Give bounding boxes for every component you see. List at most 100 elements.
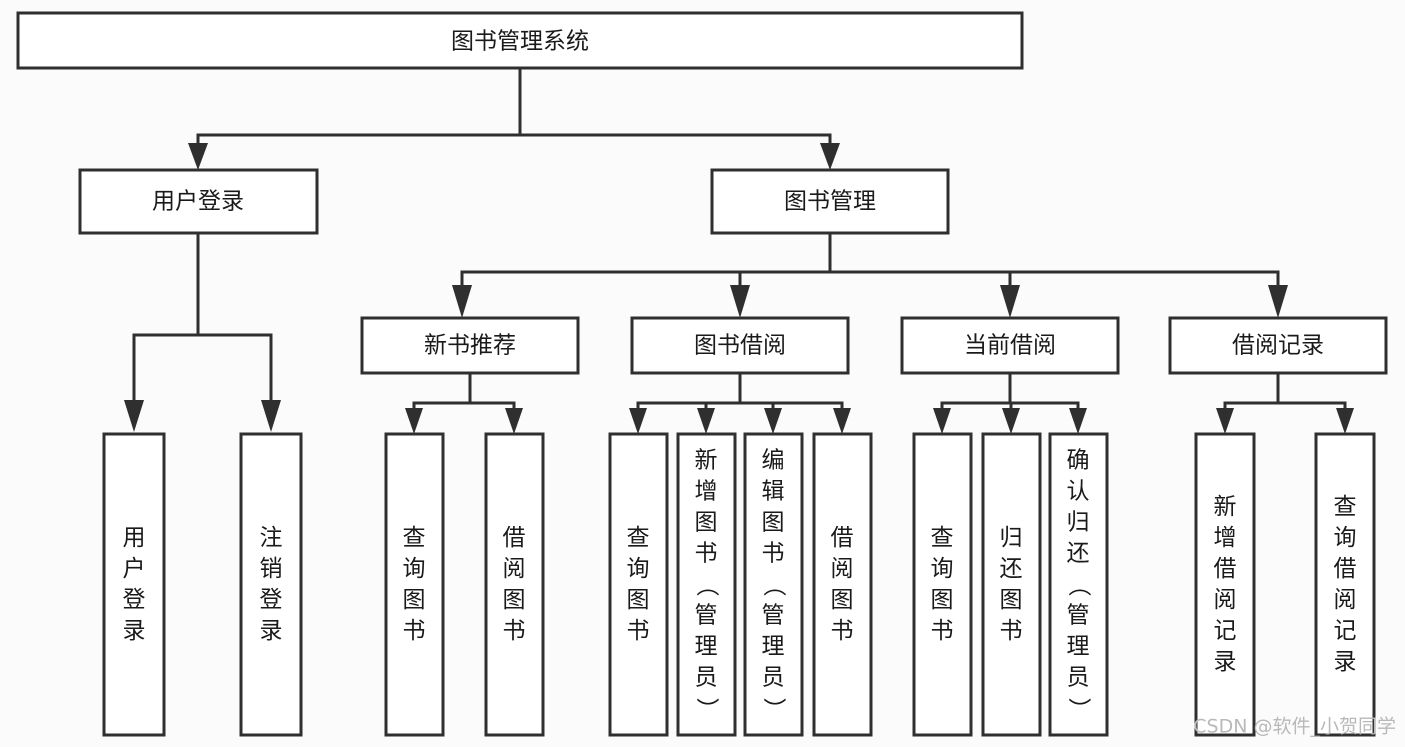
leaf-label-char: 查 (627, 525, 650, 551)
node-borrow-record-box[interactable] (1168, 316, 1388, 375)
node-user-login-box[interactable] (78, 168, 319, 235)
leaf-label-char: 辑 (762, 479, 785, 505)
leaf-label-char: 阅 (1214, 587, 1237, 613)
leaf-edit-book-box[interactable] (743, 432, 804, 737)
arrowhead-leaf-query-record (1336, 408, 1354, 434)
arrowhead-leaf-add-record (1216, 408, 1234, 434)
leaf-label-char: 员 (695, 665, 718, 691)
leaf-label-char: 书 (762, 541, 785, 567)
leaf-user-login[interactable]: 用户登录 (102, 432, 166, 737)
node-current-borrow[interactable]: 当前借阅 (900, 316, 1120, 375)
leaf-label-char: 借 (503, 525, 526, 551)
leaf-label-char: 询 (1334, 525, 1357, 551)
arrowhead-bookmanage (820, 143, 840, 170)
leaf-query-book-1-box[interactable] (384, 432, 445, 737)
node-new-book-rec-box[interactable] (360, 316, 580, 375)
leaf-label-char: 录 (260, 618, 283, 644)
node-root[interactable]: 图书管理系统 (16, 11, 1024, 70)
arrowhead-leaf-borrow-book-2 (833, 408, 851, 434)
arrowhead-leaf-query-book-2 (629, 408, 647, 434)
leaf-label-char: 借 (1214, 556, 1237, 582)
arrowhead-new-book-rec (452, 285, 472, 318)
leaf-return-book-box[interactable] (981, 432, 1042, 737)
leaf-label-char: 销 (260, 556, 283, 582)
csdn-watermark: CSDN @软件_小贺同学 (1193, 716, 1396, 738)
node-book-borrow[interactable]: 图书借阅 (630, 316, 850, 375)
leaf-label-char: 录 (1334, 649, 1357, 675)
arrowhead-current-borrow (1000, 285, 1020, 318)
node-new-book-rec[interactable]: 新书推荐 (360, 316, 580, 375)
leaf-label-char: 理 (695, 634, 718, 660)
leaf-label-char: 员 (762, 665, 785, 691)
leaf-label-char: 查 (403, 525, 426, 551)
node-current-borrow-label: 当前借阅 (964, 333, 1056, 359)
arrowhead-leaf-edit-book (764, 408, 782, 434)
leaf-label-char: 图 (627, 587, 650, 613)
leaf-label-char: ） (1066, 698, 1092, 721)
node-current-borrow-box[interactable] (900, 316, 1120, 375)
arrowhead-leaf-user-logout (261, 400, 281, 432)
leaf-label-char: 还 (1000, 556, 1023, 582)
arrowhead-leaf-query-book-3 (933, 408, 951, 434)
leaf-user-login-box[interactable] (102, 432, 166, 737)
leaf-label-char: 记 (1214, 618, 1237, 644)
leaf-add-book-box[interactable] (676, 432, 737, 737)
leaf-label-char: 录 (123, 618, 146, 644)
arrowhead-book-borrow (730, 285, 750, 318)
leaf-add-record-box[interactable] (1194, 432, 1256, 737)
leaf-label-char: 书 (831, 618, 854, 644)
node-root-box[interactable] (16, 11, 1024, 70)
node-book-manage[interactable]: 图书管理 (710, 168, 950, 235)
node-borrow-record[interactable]: 借阅记录 (1168, 316, 1388, 375)
node-book-borrow-box[interactable] (630, 316, 850, 375)
node-book-manage-box[interactable] (710, 168, 950, 235)
leaf-confirm-return-box[interactable] (1048, 432, 1109, 737)
leaf-label-char: 阅 (1334, 587, 1357, 613)
node-user-login[interactable]: 用户登录 (78, 168, 319, 235)
leaf-label-char: （ (694, 574, 720, 597)
leaf-label-char: 询 (931, 556, 954, 582)
leaf-borrow-book-2-box[interactable] (812, 432, 873, 737)
node-user-login-label: 用户登录 (152, 189, 244, 215)
arrowhead-leaf-query-book-1 (405, 408, 423, 434)
leaf-label-char: 用 (123, 525, 146, 551)
arrowhead-leaf-borrow-book-1 (505, 408, 523, 434)
leaf-borrow-book-1-box[interactable] (484, 432, 545, 737)
leaf-label-char: 图 (762, 510, 785, 536)
leaf-query-book-2-box[interactable] (608, 432, 669, 737)
leaf-label-char: 管 (762, 603, 785, 629)
arrowhead-leaf-confirm-return (1069, 408, 1087, 434)
leaf-label-char: ） (694, 698, 720, 721)
leaf-query-record-box[interactable] (1314, 432, 1376, 737)
leaf-label-char: 图 (403, 587, 426, 613)
leaf-user-logout-box[interactable] (239, 432, 303, 737)
leaf-label-char: 理 (1067, 634, 1090, 660)
leaf-query-book-3-box[interactable] (912, 432, 973, 737)
leaf-label-char: 借 (1334, 556, 1357, 582)
leaf-label-char: 阅 (503, 556, 526, 582)
leaf-label-char: 编 (762, 448, 785, 474)
leaf-label-char: 书 (403, 618, 426, 644)
